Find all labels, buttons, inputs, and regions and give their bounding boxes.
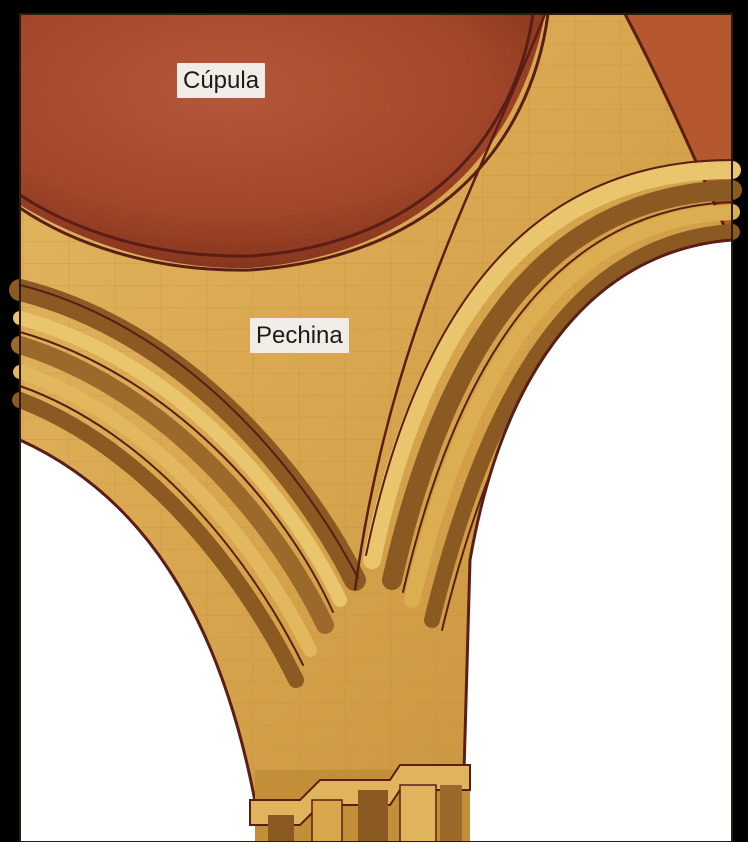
picture-area [20,14,732,842]
label-cupula: Cúpula [177,63,265,98]
label-pechina: Pechina [250,318,349,353]
pier-capital [250,765,470,842]
